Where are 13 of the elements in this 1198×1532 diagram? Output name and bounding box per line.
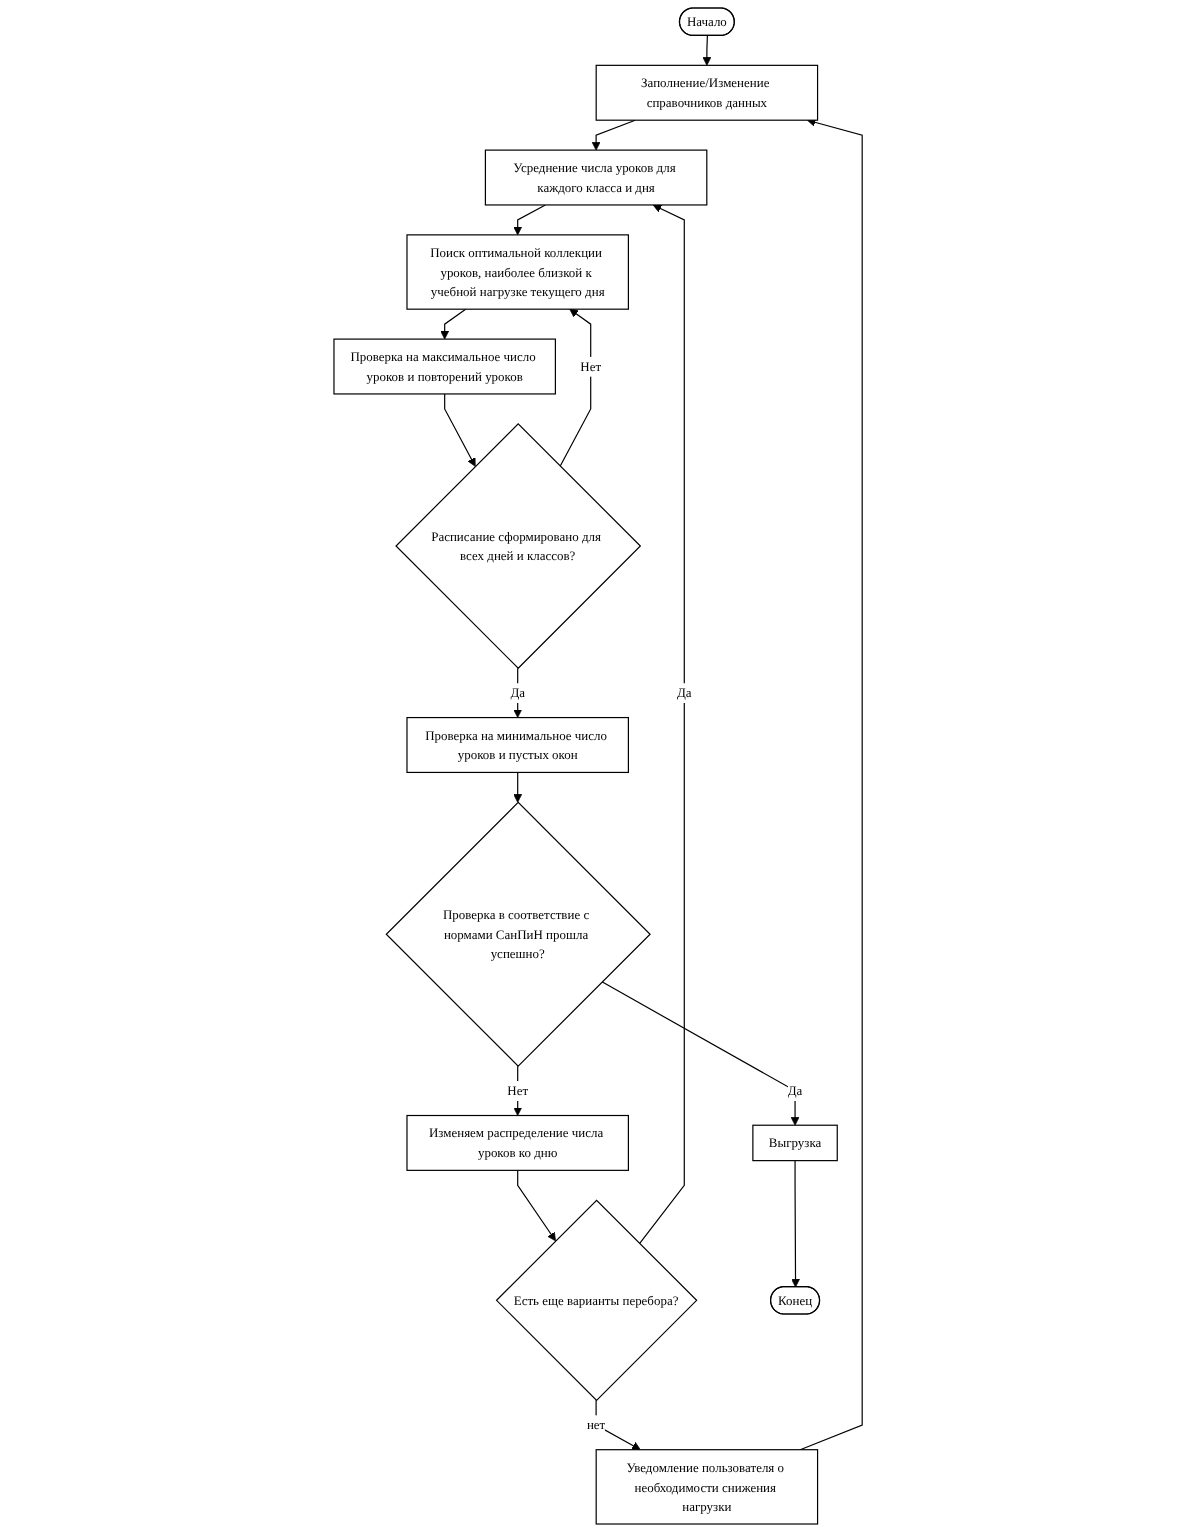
arrow xyxy=(441,308,468,340)
arrow xyxy=(602,981,801,1126)
arrow xyxy=(800,118,864,1451)
arrow xyxy=(514,204,547,236)
arrow xyxy=(639,204,686,1245)
arrow xyxy=(703,35,713,66)
arrow xyxy=(514,771,523,803)
arrow xyxy=(560,308,593,467)
arrow xyxy=(445,393,477,467)
arrow xyxy=(592,119,637,151)
arrow xyxy=(596,1399,642,1451)
arrow xyxy=(792,1160,801,1288)
arrow xyxy=(518,1169,557,1242)
